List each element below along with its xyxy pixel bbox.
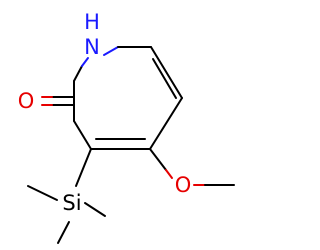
- bond-c2-n-black: [73, 65, 83, 82]
- bond-c3-si: [75, 148, 92, 187]
- molecule-structure: N H O O Si: [18, 10, 235, 244]
- bond-si-methyl-left: [27, 185, 58, 201]
- bond-c3-c2: [73, 120, 92, 150]
- bond-c4-o-red: [165, 169, 173, 179]
- bond-c5-c4: [149, 97, 183, 150]
- hydrogen-atom-label: H: [84, 10, 100, 34]
- bond-c6-c5-inner: [152, 58, 177, 99]
- nitrogen-atom-label: N: [84, 35, 100, 59]
- silicon-atom-label: Si: [62, 191, 81, 215]
- bond-si-methyl-down: [57, 221, 70, 244]
- methoxy-oxygen-label: O: [175, 173, 192, 197]
- bond-si-methyl-right: [84, 202, 106, 217]
- bond-c2-n-blue: [81, 57, 89, 67]
- bond-n-c6-blue: [103, 46, 119, 56]
- carbonyl-oxygen-label: O: [18, 89, 35, 113]
- structure-canvas: N H O O Si: [18, 10, 235, 244]
- bond-c6-c5-outer: [150, 46, 183, 99]
- bond-c4-o-black: [149, 148, 167, 171]
